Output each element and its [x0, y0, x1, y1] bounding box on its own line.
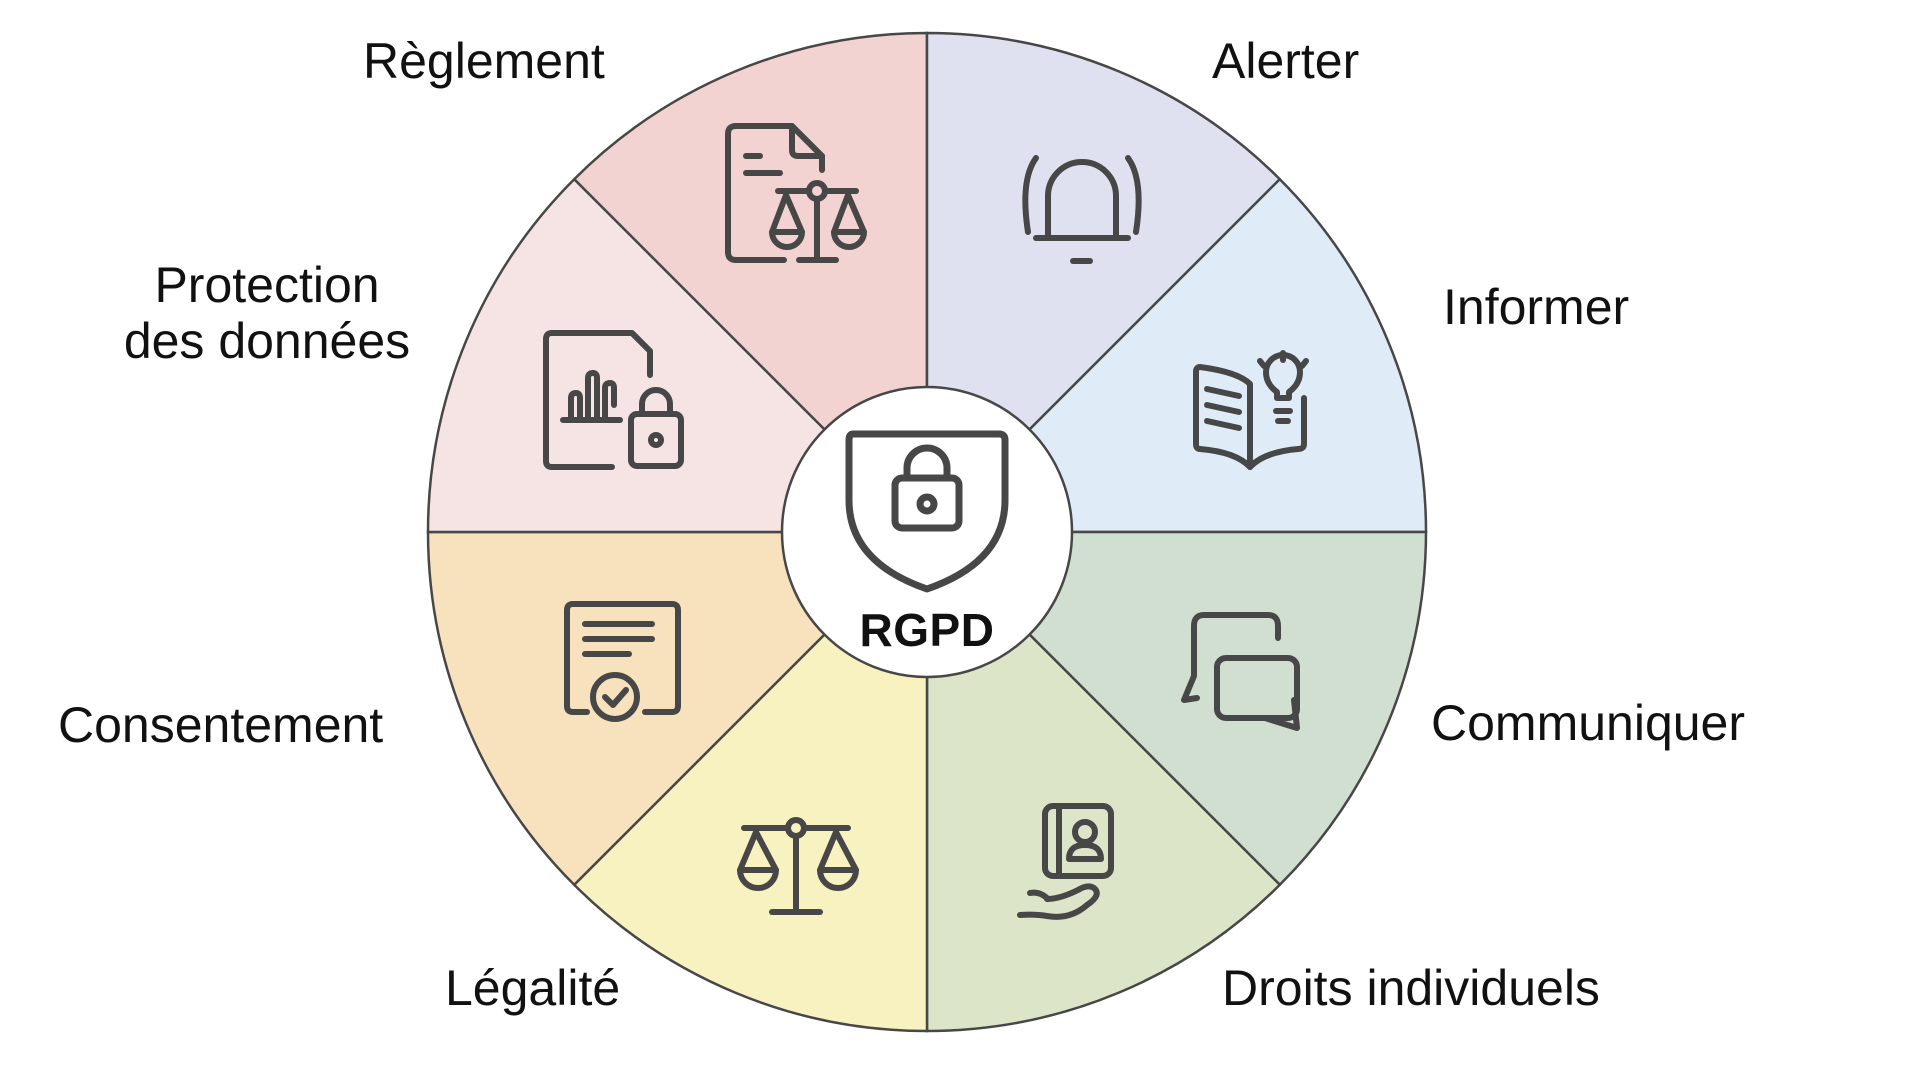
label-protection-line2: des données: [123, 313, 411, 369]
label-protection-donnees: Protection des données: [102, 257, 432, 369]
label-reglement: Règlement: [363, 33, 605, 89]
sector-legalite[interactable]: [572, 528, 929, 1033]
scales-icon: [737, 817, 859, 915]
label-legalite: Légalité: [445, 960, 621, 1016]
sector-communiquer[interactable]: [923, 530, 1428, 887]
label-communiquer: Communiquer: [1431, 695, 1746, 751]
document-scales-icon: [725, 123, 867, 263]
sector-alerter[interactable]: [925, 31, 1282, 536]
label-alerter: Alerter: [1212, 33, 1360, 89]
shield-lock-icon: [845, 430, 1009, 593]
chat-bubbles-icon: [1181, 612, 1300, 731]
center-label: RGPD: [859, 604, 995, 656]
data-file-lock-icon: [543, 330, 684, 470]
center-circle[interactable]: [780, 385, 1074, 679]
wheel-sectors: [426, 31, 1428, 1033]
sector-protection-donnees[interactable]: [426, 177, 931, 534]
book-lightbulb-icon: [1193, 350, 1309, 470]
label-droits-individuels: Droits individuels: [1222, 960, 1600, 1016]
label-protection-line1: Protection: [154, 257, 380, 313]
hand-contact-book-icon: [1017, 803, 1114, 920]
certificate-check-icon: [564, 601, 681, 722]
sector-droits-individuels[interactable]: [925, 528, 1282, 1033]
sector-reglement[interactable]: [572, 31, 929, 536]
label-informer: Informer: [1443, 279, 1630, 335]
label-consentement: Consentement: [58, 697, 384, 753]
bell-alert-icon: [1022, 155, 1142, 264]
